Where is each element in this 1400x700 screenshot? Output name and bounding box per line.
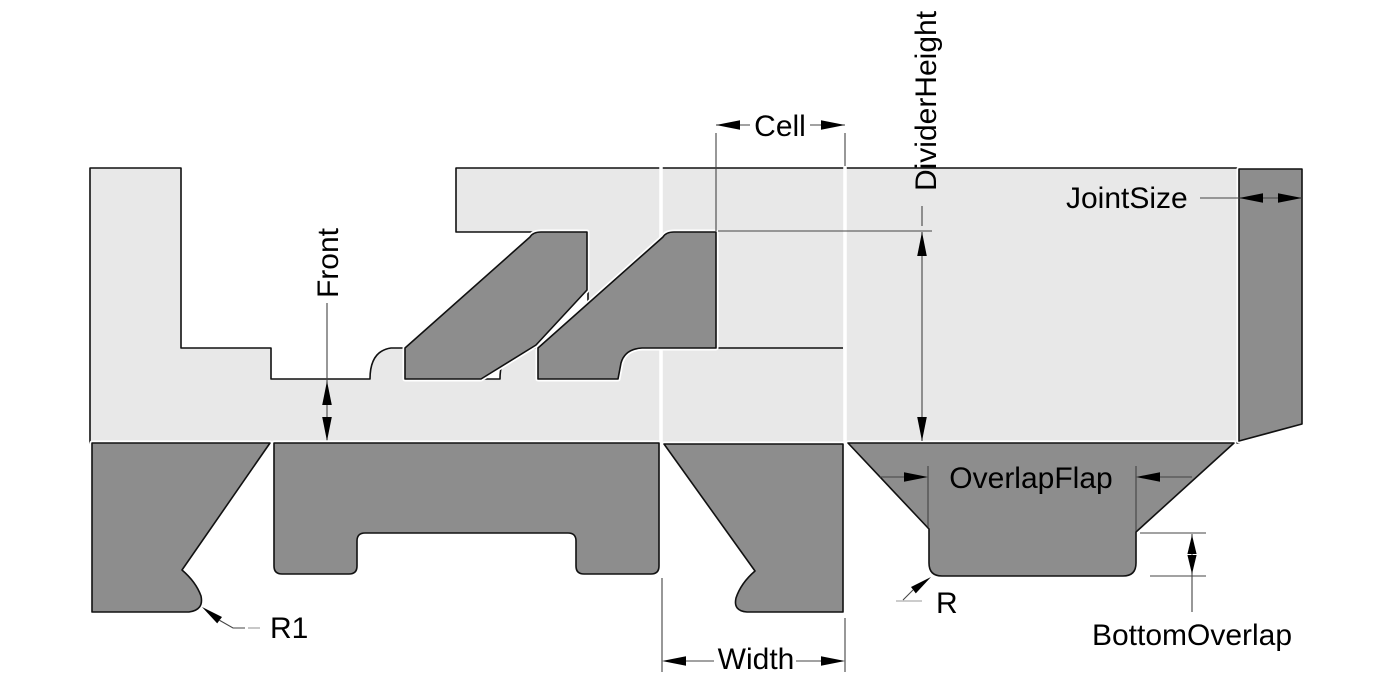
- bottom-overlap-arrow-down-icon: [1187, 555, 1197, 574]
- joint-size-arrow-right-icon: [1278, 193, 1302, 203]
- overlap-flap-arrow-right-icon: [1136, 472, 1160, 482]
- r-leader-arrow-icon: [911, 577, 931, 594]
- dimension-overlap-flap: OverlapFlap: [880, 462, 1192, 531]
- divider-height-arrow-down-icon: [917, 417, 927, 441]
- dimension-bottom-overlap: BottomOverlap: [1092, 532, 1292, 652]
- divider-height-arrow-up-icon: [917, 232, 927, 256]
- bottom-overlap-arrow-up-icon: [1187, 535, 1197, 554]
- cell-arrow-left-icon: [716, 120, 740, 130]
- bottom-flap-notched: [273, 442, 660, 575]
- cell-arrow-right-icon: [821, 120, 845, 130]
- r-label: R: [936, 587, 958, 620]
- dimension-cell: Cell: [715, 110, 846, 231]
- overlap-flap-arrow-left-icon: [904, 472, 928, 482]
- joint-strip: [1238, 168, 1303, 442]
- dimension-divider-height: DividerHeight: [718, 10, 943, 441]
- bottom-overlap-label: BottomOverlap: [1092, 619, 1292, 652]
- overlap-flap-label: OverlapFlap: [949, 462, 1112, 495]
- front-arrow-down-icon: [322, 417, 332, 441]
- cell-label: Cell: [754, 110, 806, 143]
- width-label: Width: [718, 643, 795, 676]
- front-arrow-up-icon: [322, 381, 332, 405]
- dimension-joint-size: JointSize: [1066, 182, 1302, 215]
- bottom-flap-left: [91, 442, 271, 613]
- dimension-r1: R1: [202, 607, 308, 645]
- dimension-width: Width: [661, 578, 846, 676]
- width-arrow-right-icon: [821, 656, 845, 666]
- r1-label: R1: [270, 612, 308, 645]
- joint-size-arrow-left-icon: [1239, 193, 1263, 203]
- dimension-r: R: [896, 577, 958, 620]
- front-label: Front: [312, 227, 345, 298]
- bottom-flap-middle: [663, 443, 844, 613]
- joint-size-label: JointSize: [1066, 182, 1188, 215]
- width-arrow-left-icon: [662, 656, 686, 666]
- r1-leader-arrow-icon: [202, 607, 222, 624]
- divider-height-label: DividerHeight: [910, 10, 943, 191]
- dimension-front: Front: [312, 227, 345, 441]
